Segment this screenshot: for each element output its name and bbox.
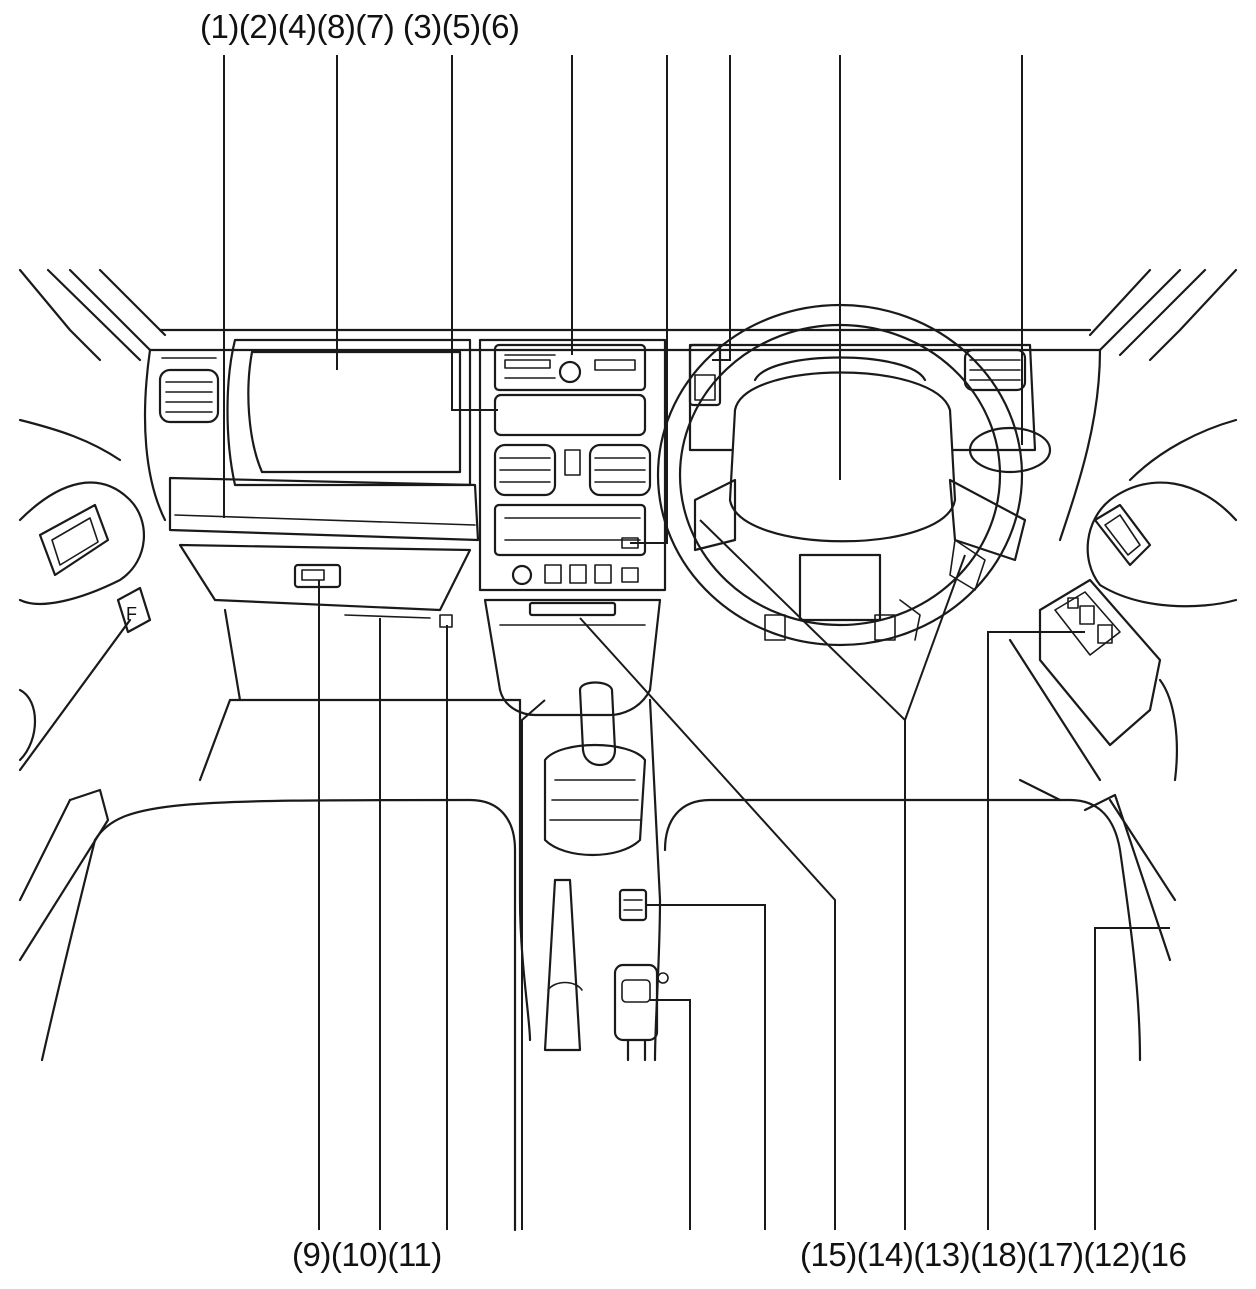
- callout-label: (12): [1083, 1236, 1141, 1273]
- parking-brake-lever: [543, 878, 583, 1052]
- bottom-left-callout-labels: (9)(10)(11): [292, 1236, 442, 1274]
- passenger-shelf: [168, 476, 480, 542]
- callout-label: (13): [913, 1236, 971, 1273]
- dashboard: [143, 338, 1102, 782]
- audio-unit: [493, 343, 647, 392]
- callout-label: (2): [238, 8, 278, 45]
- callout-label: (5): [441, 8, 481, 45]
- right-air-vent: [963, 348, 1052, 474]
- glove-box: [178, 543, 472, 628]
- bottom-right-callout-labels: (15)(14)(13)(18)(17)(12)(16: [800, 1236, 1187, 1274]
- left-door-handle: [38, 503, 110, 577]
- glove-box-handle: [293, 563, 342, 589]
- leader-lines: [223, 55, 1170, 1230]
- center-tray: [483, 598, 662, 717]
- steering-area: [656, 303, 1052, 647]
- callout-label: (7): [355, 8, 395, 45]
- callout-label: (1): [200, 8, 239, 45]
- window-switch-panel: [1038, 578, 1162, 747]
- center-air-vents: [493, 443, 652, 497]
- heater-controls: [493, 503, 647, 557]
- fuel-lid-icon: F: [116, 586, 152, 634]
- center-console-switch: [618, 888, 648, 922]
- left-door: F: [18, 418, 152, 772]
- callout-label: (14): [856, 1236, 914, 1273]
- callout-label: (18): [970, 1236, 1027, 1273]
- gear-shift-lever: [543, 681, 647, 856]
- callout-label: (9): [292, 1236, 331, 1273]
- callout-label: (11): [387, 1236, 443, 1273]
- switch-panel: [511, 564, 639, 586]
- right-door-handle: [1093, 503, 1152, 567]
- pedals: [764, 599, 921, 641]
- windshield-frame: [18, 268, 1238, 362]
- callout-label: (4): [277, 8, 317, 45]
- right-door: [1008, 418, 1238, 782]
- center-stack: [478, 338, 667, 717]
- right-seat: [663, 778, 1177, 1062]
- callout-label: (8): [316, 8, 356, 45]
- passenger-airbag-panel: [226, 338, 472, 487]
- center-panel: [493, 393, 647, 437]
- left-air-vent: [158, 357, 220, 424]
- callout-label: (3): [402, 8, 442, 45]
- left-seat: [18, 788, 517, 1232]
- svg-text:F: F: [126, 604, 137, 624]
- center-console: [518, 681, 669, 1062]
- callout-label: (10): [330, 1236, 388, 1273]
- power-outlet: [613, 963, 669, 1062]
- callout-label: (6): [480, 8, 520, 45]
- callout-label: (17): [1026, 1236, 1084, 1273]
- top-callout-labels: (1)(2)(4)(8)(7) (3)(5)(6): [200, 8, 520, 46]
- callout-label: (15): [800, 1236, 857, 1273]
- callout-label: (16: [1140, 1236, 1187, 1273]
- steering-wheel: [656, 303, 1027, 647]
